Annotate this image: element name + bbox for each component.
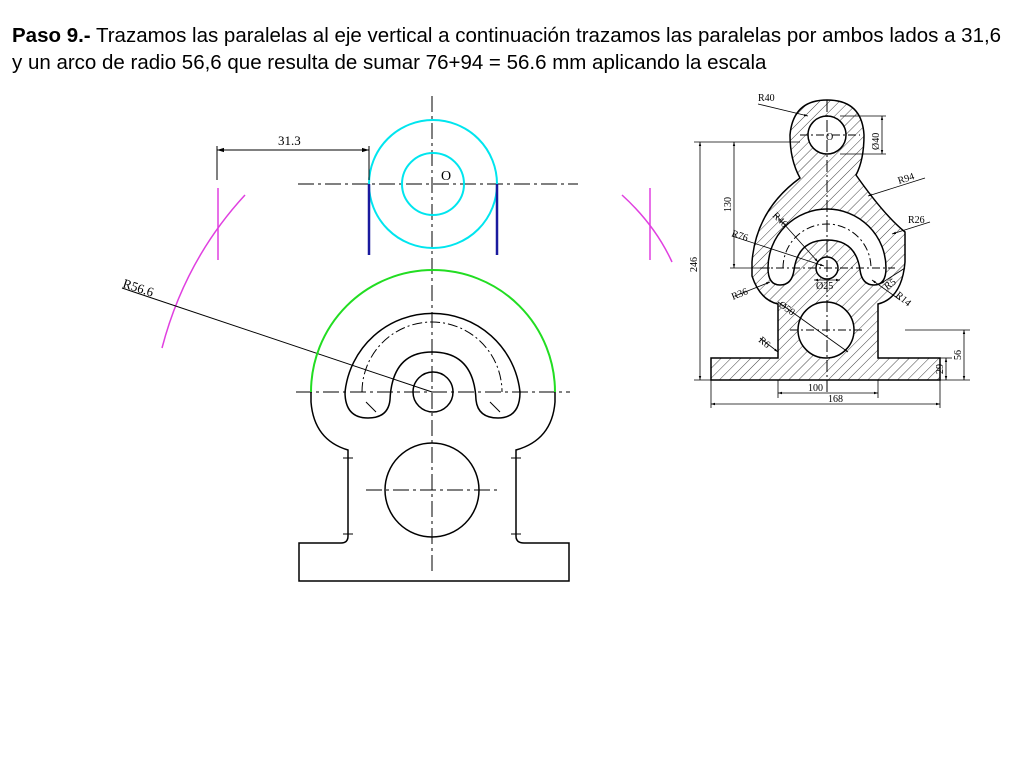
ref-r94-leader <box>867 177 926 197</box>
dim-width-label: 31.3 <box>278 133 301 148</box>
ref-r40-leader <box>757 103 809 117</box>
reference-drawing: O 246 130 56 29 100 168 Ø40 R40 <box>689 93 970 408</box>
ref-dim-56-label: 56 <box>953 350 964 360</box>
left-magenta-arc <box>161 194 246 349</box>
ref-dim-29-label: 29 <box>935 364 946 374</box>
ref-dim-246-label: 246 <box>689 257 700 272</box>
ref-r94-label: R94 <box>897 171 916 187</box>
ref-r5-label: R5 <box>882 277 898 293</box>
ref-slot <box>767 208 887 286</box>
radius-leader-line <box>121 287 433 393</box>
ref-r76-label: R76 <box>730 228 749 244</box>
ref-r5-leader <box>879 267 906 285</box>
ref-r76-leader <box>731 235 825 267</box>
right-magenta-arc <box>621 194 673 263</box>
radius-label: R56.6 <box>121 276 156 300</box>
ref-r26-label: R26 <box>908 215 925 226</box>
ref-dashdot-arc <box>782 223 872 269</box>
top-inner-circle <box>401 152 465 216</box>
slot-shape <box>344 351 521 419</box>
slot-outer-arc <box>344 312 521 393</box>
dashdot-arc <box>361 321 503 393</box>
ref-r46-leader <box>774 213 819 263</box>
ref-r26-leader <box>891 221 931 235</box>
ref-d40-label: Ø40 <box>871 133 882 150</box>
construction-drawing: O 31.3 R56.6 <box>121 96 673 582</box>
step-description: Trazamos las paralelas al eje vertical a… <box>12 24 1002 74</box>
ref-center-o-label: O <box>826 132 833 143</box>
step-caption: Paso 9.- Trazamos las paralelas al eje v… <box>12 22 1012 76</box>
lower-hole <box>384 442 480 538</box>
slot-tick-right <box>489 401 501 413</box>
step-number: Paso 9.- <box>12 24 91 47</box>
ref-r40-label: R40 <box>758 93 775 104</box>
green-big-arc <box>310 269 556 393</box>
ref-dim-168-label: 168 <box>828 394 843 405</box>
center-hole <box>412 371 454 413</box>
center-o-label: O <box>441 169 451 184</box>
ref-r14-leader <box>871 279 901 301</box>
ref-r36-leader <box>734 281 771 297</box>
part-outline <box>298 392 570 582</box>
ref-dim-130-label: 130 <box>723 197 734 212</box>
ref-r6-leader <box>759 337 779 353</box>
ref-d50-leader <box>777 301 849 353</box>
ref-dim-100-label: 100 <box>808 383 823 394</box>
ref-r36-label: R36 <box>730 286 750 302</box>
ref-d25-label: Ø25 <box>816 281 833 292</box>
slot-tick-left <box>365 401 377 413</box>
ref-r6-label: R6 <box>756 335 772 351</box>
cross-markers <box>343 453 521 539</box>
